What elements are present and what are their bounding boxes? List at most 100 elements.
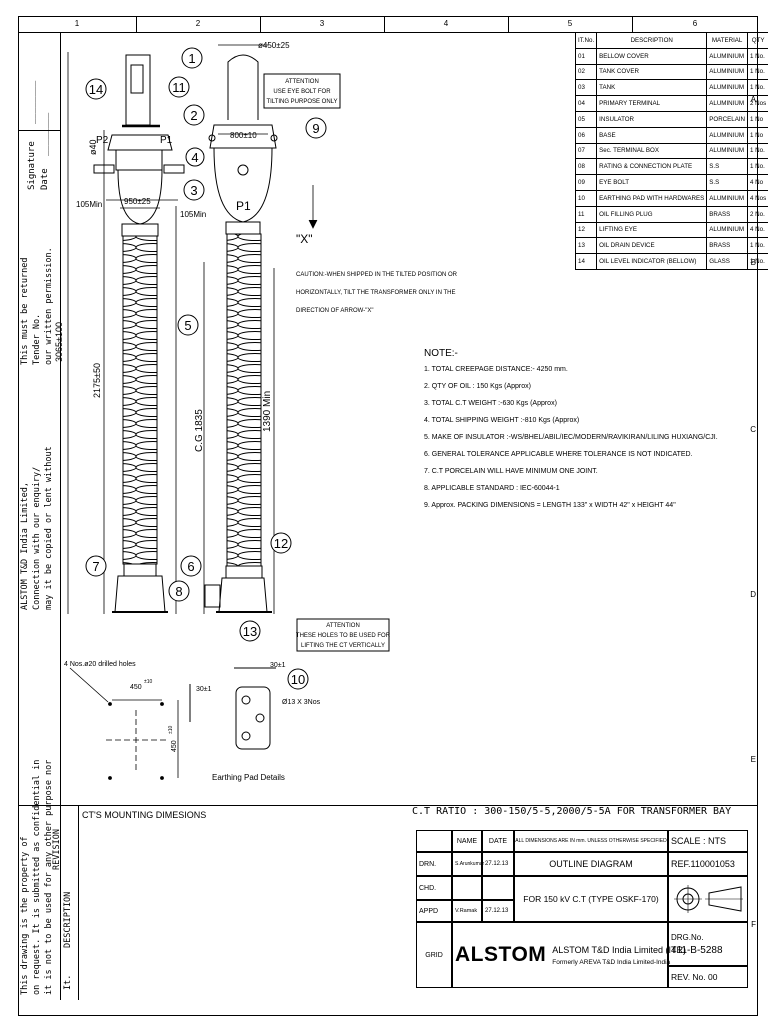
insulator-shape bbox=[122, 235, 158, 565]
tb-chd-name bbox=[452, 876, 482, 900]
balloon-6: 6 bbox=[187, 559, 194, 574]
bom-header-itno: IT.No. bbox=[574, 32, 598, 49]
balloon-circles bbox=[85, 47, 327, 690]
zone-col-6: 6 bbox=[692, 19, 698, 28]
balloon-4: 4 bbox=[191, 150, 198, 165]
note-item: 5. MAKE OF INSULATOR :-WS/BHEL/ABIL/IEC/… bbox=[424, 434, 718, 441]
zone-row-d: D bbox=[750, 590, 756, 599]
dim-1390: 1390 Min bbox=[262, 391, 273, 432]
tb-blank bbox=[416, 830, 452, 852]
note-item: 2. QTY OF OIL : 150 Kgs (Approx) bbox=[424, 383, 531, 390]
attention-bottom-line1: ATTENTION bbox=[326, 623, 360, 629]
tb-dims-note: ALL DIMENSIONS ARE IN mm. UNLESS OTHERWI… bbox=[514, 830, 668, 852]
mounting-450v: 450 bbox=[171, 740, 178, 752]
zone-row-f: F bbox=[751, 920, 756, 929]
balloon-5: 5 bbox=[184, 318, 191, 333]
zone-col-5: 5 bbox=[508, 16, 633, 32]
dim-p1: P1 bbox=[160, 135, 173, 146]
notes-title: NOTE:- bbox=[424, 348, 458, 359]
left-margin-strip bbox=[18, 32, 61, 1000]
balloon-2: 2 bbox=[190, 108, 197, 123]
dim-d450: ø450±25 bbox=[258, 41, 290, 50]
side-insulator-shape bbox=[226, 233, 262, 567]
margin-divider bbox=[18, 130, 60, 131]
note-item: 7. C.T PORCELAIN WILL HAVE MINIMUM ONE J… bbox=[424, 468, 598, 475]
tb-name-header: NAME bbox=[452, 830, 482, 852]
ct-front-view bbox=[93, 54, 185, 613]
earthing-title: Earthing Pad Details bbox=[212, 773, 285, 782]
secondary-terminal-box bbox=[204, 584, 221, 608]
bellow-dome bbox=[227, 54, 259, 120]
dimension-lines bbox=[67, 44, 318, 614]
tb-date-header: DATE bbox=[482, 830, 514, 852]
dim-3065: 3065±100 bbox=[54, 322, 64, 362]
attention-top-line3: TILTING PURPOSE ONLY bbox=[266, 99, 337, 105]
dim-950: 950±25 bbox=[124, 197, 151, 206]
zone-header: 1 2 3 4 5 6 bbox=[18, 16, 758, 33]
bom-cell: 1 No. bbox=[747, 253, 768, 270]
tb-appd-date: 27.12.13 bbox=[482, 900, 514, 922]
mounting-tol-h: ±10 bbox=[144, 679, 153, 685]
earthing-pad-sketch bbox=[189, 667, 276, 750]
tank-cover-band bbox=[115, 149, 163, 171]
note-item: 3. TOTAL C.T WEIGHT :-630 Kgs (Approx) bbox=[424, 400, 557, 407]
alstom-logo: ALSTOM bbox=[455, 943, 547, 966]
zone-col-1: 1 bbox=[18, 16, 137, 32]
primary-terminal-p1 bbox=[163, 164, 185, 174]
balloon-7: 7 bbox=[92, 559, 99, 574]
note-item: 1. TOTAL CREEPAGE DISTANCE:- 4250 mm. bbox=[424, 366, 568, 373]
caution-line1: CAUTION:-WHEN SHIPPED IN THE TILTED POSI… bbox=[296, 272, 458, 278]
tb-drn-name: S.Arunkumar bbox=[452, 852, 484, 876]
tb-drg-no: 411-B-5288 bbox=[671, 944, 723, 956]
zone-row-e: E bbox=[750, 755, 756, 764]
balloon-13: 13 bbox=[243, 624, 257, 639]
earthing-30b: 30±1 bbox=[270, 662, 286, 669]
mounting-title: CT'S MOUNTING DIMESIONS bbox=[82, 810, 206, 820]
ct-side-view bbox=[204, 54, 278, 613]
caution-line2: HORIZONTALLY, TILT THE TRANSFORMER ONLY … bbox=[296, 290, 455, 296]
tb-for-ct: FOR 150 kV C.T (TYPE OSKF-170) bbox=[514, 876, 668, 922]
tb-outline: OUTLINE DIAGRAM bbox=[514, 852, 668, 876]
tb-drg-label: DRG.No. bbox=[671, 932, 704, 942]
dim-d40: ø40 bbox=[88, 139, 98, 155]
balloon-10: 10 bbox=[291, 672, 305, 687]
balloon-12: 12 bbox=[274, 536, 288, 551]
tb-company-block: ALSTOM ALSTOM T&D India Limited (ITR) Fo… bbox=[452, 922, 686, 988]
tb-appd-name: V.Ramak bbox=[452, 900, 482, 922]
note-item: 4. TOTAL SHIPPING WEIGHT :-810 Kgs (Appr… bbox=[424, 417, 580, 424]
dim-105-right: 105Min bbox=[180, 210, 206, 219]
bom-cell: 10 bbox=[574, 189, 598, 207]
note-item: 8. APPLICABLE STANDARD : IEC-60044-1 bbox=[424, 485, 560, 492]
bom-cell: 06 bbox=[574, 126, 598, 144]
margin-divider bbox=[18, 805, 78, 806]
tb-scale: SCALE : NTS bbox=[668, 830, 748, 852]
dim-800: 800±10 bbox=[230, 131, 257, 140]
tb-company: ALSTOM T&D India Limited (ITR) bbox=[552, 944, 686, 955]
earthing-holes: Ø13 X 3Nos bbox=[282, 699, 321, 706]
bom-cell: 13 bbox=[574, 237, 598, 255]
balloon-11: 11 bbox=[172, 80, 186, 95]
note-item: 9. Approx. PACKING DIMENSIONS = LENGTH 1… bbox=[424, 502, 676, 509]
dim-p2: P2 bbox=[96, 135, 109, 146]
tank-cover-shape bbox=[107, 134, 173, 151]
bom-cell: OIL LEVEL INDICATOR (BELLOW) bbox=[596, 253, 708, 270]
arrow-x-label: "X" bbox=[296, 232, 313, 246]
title-block-divider bbox=[78, 805, 758, 806]
balloon-8: 8 bbox=[175, 584, 182, 599]
balloon-1: 1 bbox=[188, 51, 195, 66]
dim-2175: 2175±50 bbox=[92, 363, 102, 398]
tb-drn-date: 27.12.13 bbox=[482, 852, 514, 876]
earthing-30a: 30±1 bbox=[196, 686, 212, 693]
base-shape bbox=[114, 575, 166, 613]
ct-ratio: C.T RATIO : 300-150/5-5,2000/5-5A FOR TR… bbox=[412, 806, 732, 817]
balloon-14: 14 bbox=[89, 82, 103, 97]
